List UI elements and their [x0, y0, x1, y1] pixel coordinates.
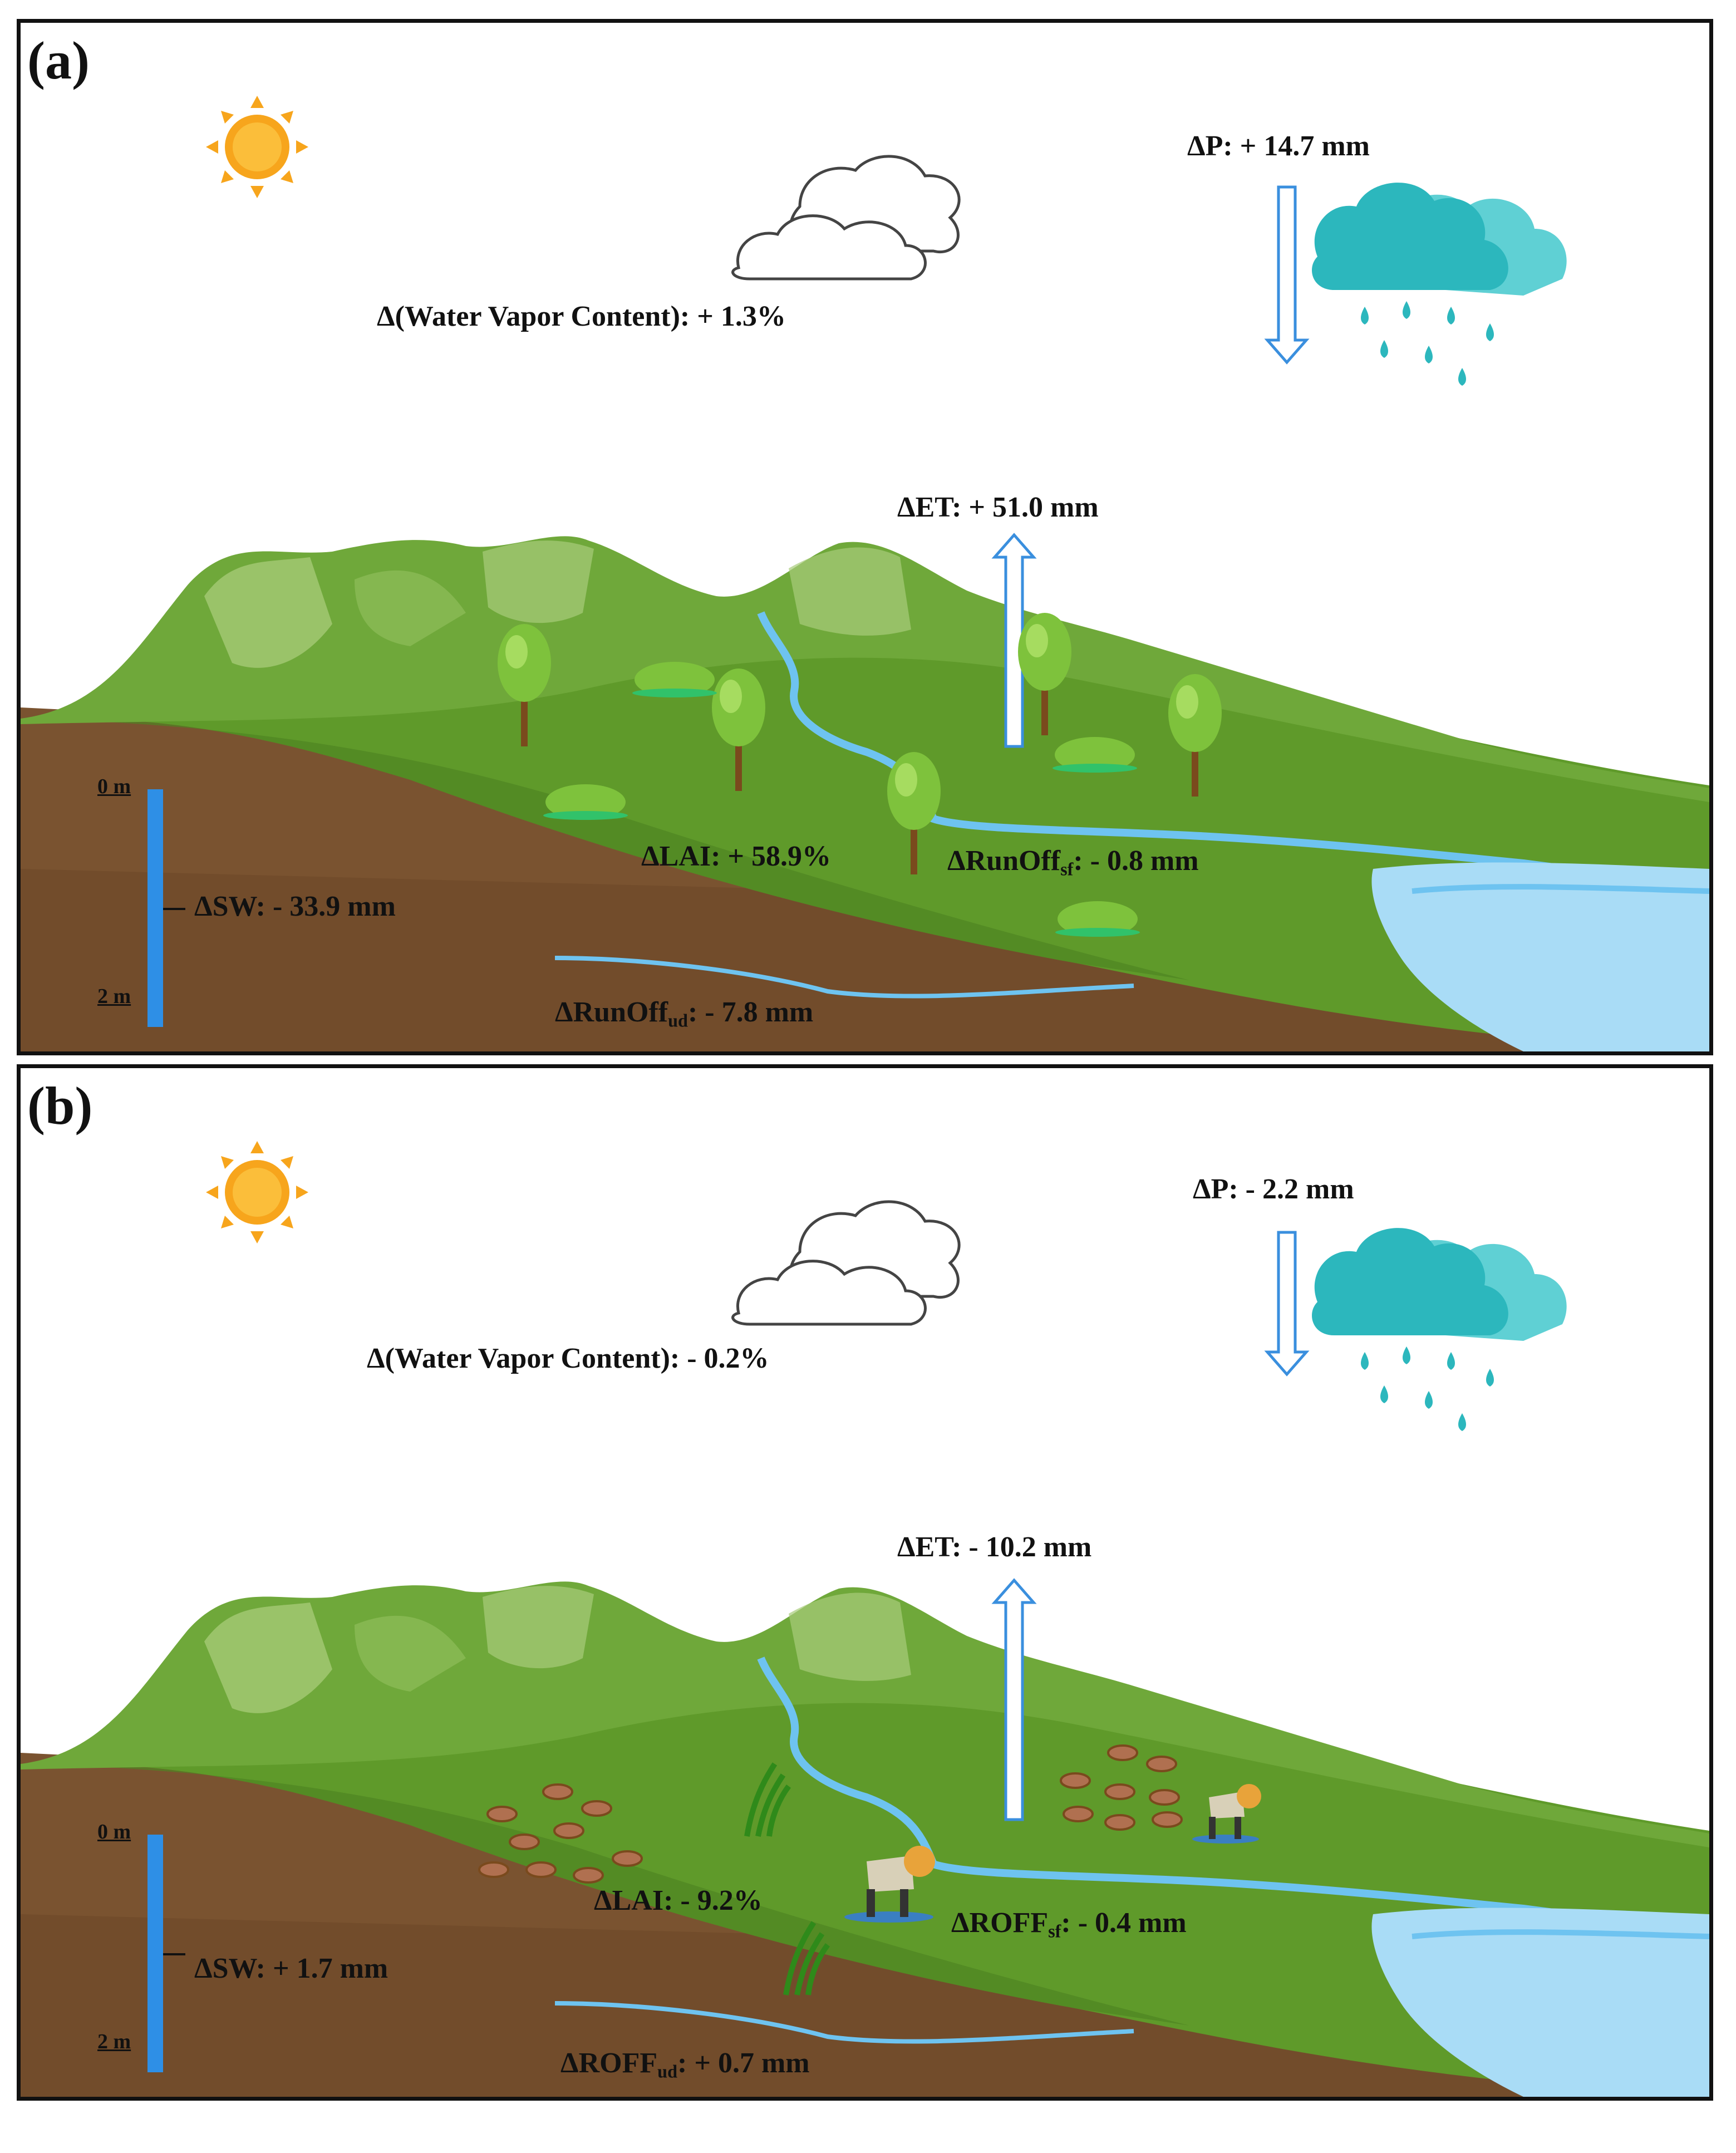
et-label: ΔET: + 51.0 mm [897, 491, 1099, 523]
stump-icon [542, 1783, 573, 1800]
et-arrow [991, 533, 1037, 748]
grassland [21, 1675, 1709, 2097]
stump-icon [553, 1822, 584, 1839]
stump-icon [581, 1800, 612, 1817]
surface-runoff-label: ΔRunOffsf: - 0.8 mm [947, 845, 1199, 879]
lai-label: ΔLAI: - 9.2% [594, 1885, 763, 1916]
stump-icon [1104, 1783, 1135, 1800]
sun-icon [206, 1141, 308, 1243]
rain-cloud-icon [1312, 183, 1567, 386]
water-vapor-label: Δ(Water Vapor Content): + 1.3% [377, 301, 786, 332]
precipitation-label: ΔP: - 2.2 mm [1193, 1173, 1354, 1205]
precipitation-label: ΔP: + 14.7 mm [1187, 130, 1370, 162]
tree-icon [712, 668, 765, 791]
stump-icon [478, 1861, 509, 1878]
stump-icon [573, 1867, 604, 1884]
panel-tag: (a) [27, 31, 90, 90]
lake [1371, 862, 1709, 1051]
stump-icon [1107, 1744, 1138, 1761]
depth-bottom-label: 2 m [97, 2030, 131, 2053]
underground-runoff-label: ΔRunOffud: - 7.8 mm [555, 996, 814, 1031]
grassland [21, 630, 1709, 1051]
precipitation-arrow [1264, 185, 1310, 365]
panel-b: (b) ΔP: - 2.2 mm Δ(Water Vapor Content):… [17, 1064, 1713, 2101]
underground-runoff-stream [554, 2001, 1134, 2044]
soil-water-label: ΔSW: + 1.7 mm [194, 1953, 388, 1984]
farmer-icon [844, 1846, 935, 1923]
stump-icon [1063, 1806, 1094, 1822]
crop-icon [783, 1921, 830, 1995]
underground-runoff-label: ΔROFFud: + 0.7 mm [560, 2047, 810, 2082]
vapor-cloud-icon [731, 155, 961, 281]
stump-icon [486, 1806, 518, 1822]
tree-icon [887, 752, 941, 874]
landscape-scene [21, 1141, 1709, 2097]
farmer-icon [1192, 1784, 1261, 1844]
surface-runoff-label: ΔROFFsf: - 0.4 mm [951, 1907, 1187, 1941]
tree-icon [1168, 674, 1222, 797]
soil-water-column [147, 1835, 163, 2072]
stump-icon [525, 1861, 557, 1878]
precipitation-arrow [1264, 1231, 1310, 1377]
bush-icon [632, 662, 717, 697]
landscape-scene [21, 96, 1709, 1051]
et-label: ΔET: - 10.2 mm [897, 1531, 1092, 1563]
soil-water-column [147, 789, 163, 1027]
bush-icon [1055, 901, 1140, 937]
panel-tag: (b) [27, 1076, 93, 1136]
vapor-cloud-icon [731, 1200, 961, 1326]
tree-icon [1018, 613, 1071, 735]
bush-icon [543, 784, 628, 820]
crop-icon [744, 1762, 791, 1837]
stump-icon [612, 1850, 643, 1867]
rain-cloud-icon [1312, 1228, 1567, 1431]
depth-top-label: 0 m [97, 775, 131, 798]
soil-water-label: ΔSW: - 33.9 mm [194, 891, 396, 922]
stump-icon [1149, 1789, 1180, 1806]
stump-icon [1146, 1756, 1177, 1772]
stump-icon [1060, 1772, 1091, 1789]
tree-icon [498, 624, 551, 746]
sun-icon [206, 96, 308, 198]
panel-a: (a) ΔP: + 14.7 mm Δ(Water Vapor Content)… [17, 19, 1713, 1055]
bush-icon [1053, 737, 1137, 773]
depth-top-label: 0 m [97, 1820, 131, 1844]
stump-icon [1152, 1811, 1183, 1828]
et-arrow [991, 1578, 1037, 1821]
stump-icon [509, 1834, 540, 1850]
depth-bottom-label: 2 m [97, 985, 131, 1008]
stump-icon [1104, 1814, 1135, 1831]
lai-label: ΔLAI: + 58.9% [641, 840, 832, 872]
water-vapor-label: Δ(Water Vapor Content): - 0.2% [367, 1343, 769, 1374]
underground-runoff-stream [554, 956, 1134, 999]
lake [1371, 1908, 1709, 2097]
